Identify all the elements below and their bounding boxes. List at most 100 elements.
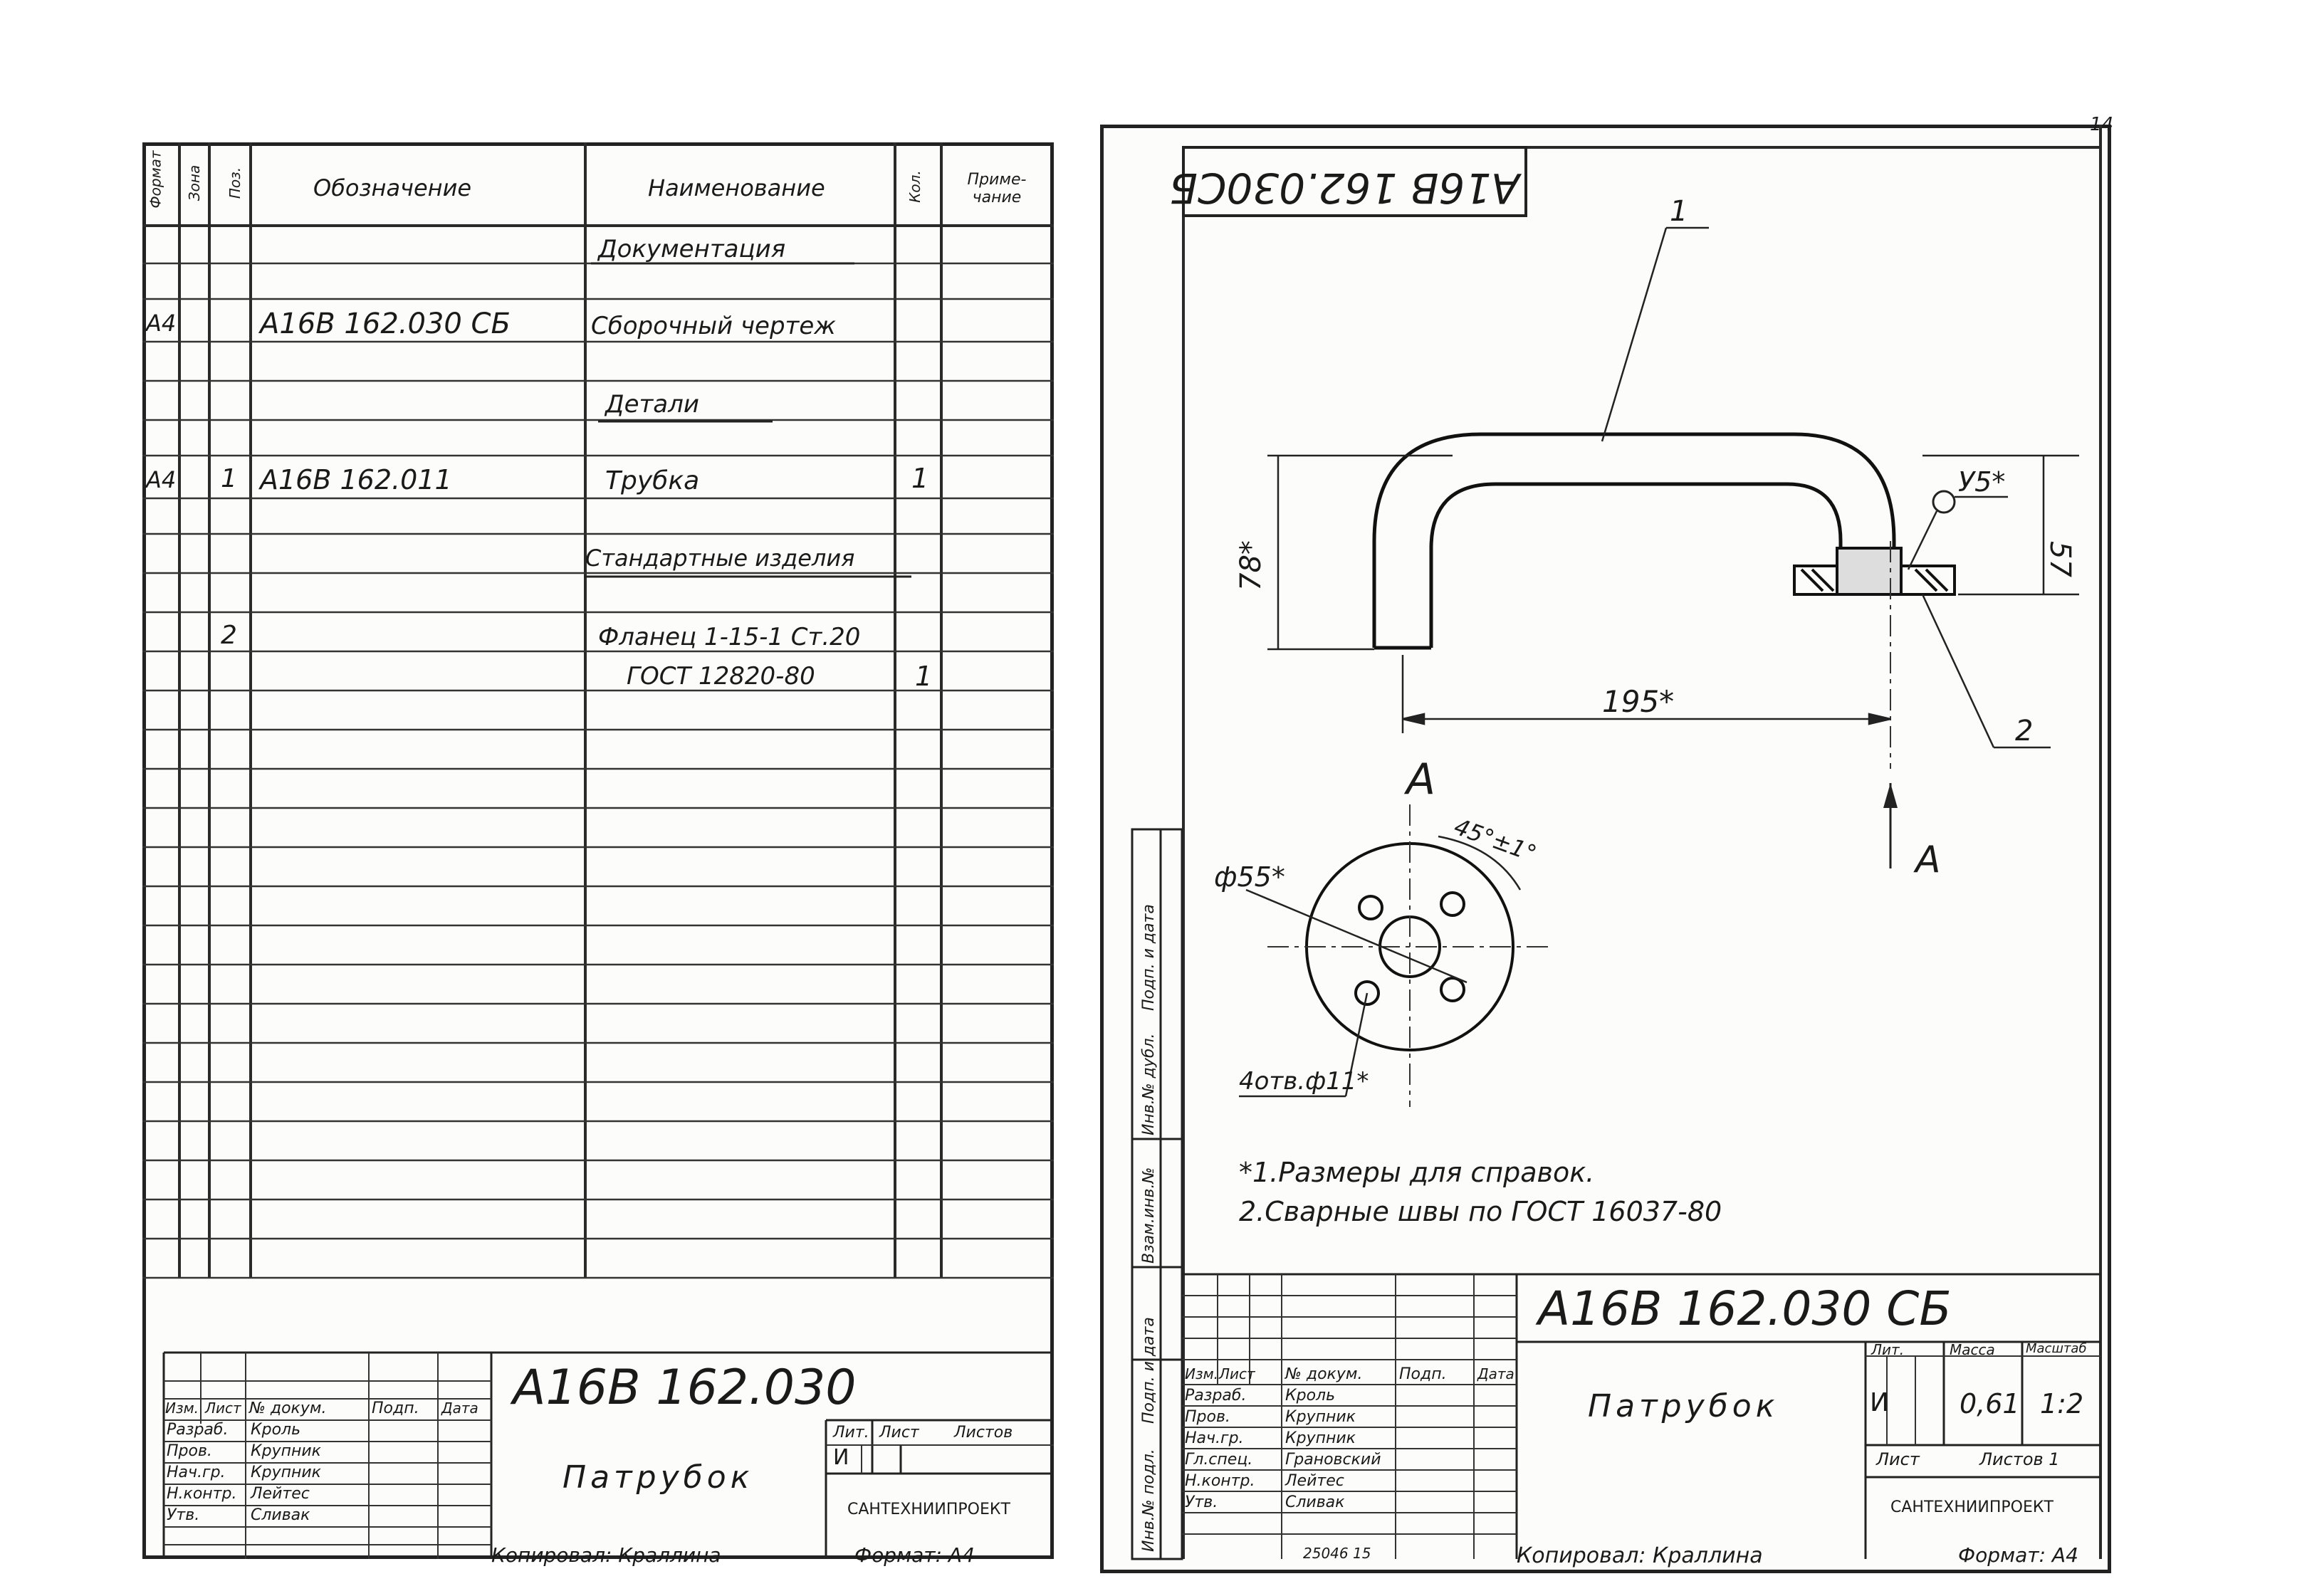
view-a-label: А (1403, 755, 1435, 804)
dim-holes-text: 4отв.ф11* (1239, 1067, 1369, 1096)
spec-person: Кроль (251, 1421, 301, 1439)
drawing-title-lit-header: Лит. (1871, 1341, 1905, 1358)
spec-title-sheets-header: Листов (954, 1424, 1013, 1442)
spec-person: Крупник (251, 1464, 321, 1481)
spec-person: Крупник (251, 1442, 321, 1460)
dim-height-text: 78* (1235, 540, 1267, 591)
drawing-title-lit-value: И (1870, 1388, 1889, 1417)
drawing-title-col-sheet: Лист (1219, 1365, 1255, 1382)
drawing-person: Сливак (1285, 1493, 1345, 1511)
drawing-title-col-sign: Подп. (1399, 1365, 1447, 1383)
drawing-role: Гл.спец. (1185, 1451, 1253, 1469)
spec-col-format (178, 142, 181, 1278)
drawing-role: Н.контр. (1185, 1472, 1255, 1490)
drawing-title-col-date: Дата (1477, 1365, 1514, 1382)
note-2: 2.Сварные швы по ГОСТ 16037-80 (1239, 1196, 1722, 1227)
spec-row-pos: 2 (221, 621, 237, 650)
pipe-part (1372, 432, 1896, 650)
drawing-title-designation: А16В 162.030 СБ (1538, 1281, 1952, 1336)
dim-height2-text: 57 (2044, 541, 2076, 577)
spec-col-designation (584, 142, 587, 1278)
assembly-drawing-sheet (1100, 125, 2111, 1573)
spec-title-col-sign: Подп. (372, 1400, 419, 1417)
callout-pos2: 2 (2015, 715, 2033, 747)
note-1: *1.Размеры для справок. (1239, 1157, 1594, 1188)
spec-row-name: Трубка (605, 466, 700, 495)
drawing-title-block-grid (1182, 1273, 2100, 1559)
spec-row-heading-details: Детали (605, 390, 699, 419)
spec-row-name: Фланец 1-15-1 Ст.20 (598, 623, 861, 651)
spec-header-bottom (142, 224, 1054, 227)
callout-pos1: 1 (1670, 195, 1688, 228)
spec-header-name: Наименование (648, 174, 825, 201)
spec-title-col-sheet: Лист (205, 1400, 241, 1417)
spec-col-pos (249, 142, 252, 1278)
spec-col-name (894, 142, 896, 1278)
drawing-role: Нач.гр. (1185, 1429, 1244, 1447)
specification-sheet (142, 142, 1054, 1559)
flange-part (1793, 547, 1956, 596)
spec-role: Нач.гр. (167, 1464, 226, 1481)
drawing-person: Крупник (1285, 1429, 1356, 1447)
spec-row-heading-standard: Стандартные изделия (585, 545, 855, 572)
spec-row-format: А4 (146, 466, 177, 493)
drawing-role: Разраб. (1185, 1387, 1247, 1405)
spec-copied-by: Копировал: Краллина (491, 1543, 721, 1567)
drawing-title-mass-header: Масса (1950, 1341, 1995, 1358)
dim-length-text: 195* (1602, 684, 1674, 719)
drawing-title-sheet-header: Лист (1876, 1449, 1920, 1469)
spec-row-name: ГОСТ 12820-80 (627, 662, 815, 691)
spec-title-designation: А16В 162.030 (513, 1360, 857, 1416)
drawing-person: Грановский (1285, 1451, 1381, 1469)
drawing-role: Утв. (1185, 1493, 1218, 1511)
spec-title-lit-header: Лит. (833, 1424, 869, 1442)
spec-role: Н.контр. (167, 1485, 237, 1503)
drawing-title-sheets-header: Листов 1 (1979, 1449, 2060, 1469)
drawing-title-org: САНТЕХНИИПРОЕКТ (1890, 1498, 2054, 1516)
spec-row-pos: 1 (221, 464, 237, 493)
drawing-stamp-box (1182, 146, 1527, 217)
spec-title-lit-value: И (833, 1445, 849, 1470)
drawing-person: Крупник (1285, 1408, 1356, 1426)
spec-title-name: Патрубок (563, 1459, 754, 1496)
drawing-copied-by: Копировал: Краллина (1517, 1543, 1763, 1568)
spec-format: Формат: А4 (854, 1543, 975, 1567)
drawing-title-scale-value: 1:2 (2040, 1388, 2084, 1419)
spec-row-designation: А16В 162.030 СБ (260, 308, 511, 340)
drawing-title-name: Патрубок (1588, 1388, 1779, 1424)
drawing-inner-frame-right (2099, 125, 2102, 1559)
drawing-title-mass-value: 0,61 (1960, 1388, 2020, 1419)
drawing-person: Лейтес (1285, 1472, 1344, 1490)
spec-role: Пров. (167, 1442, 212, 1460)
spec-row-heading-documentation: Документация (598, 235, 786, 263)
spec-col-zone (208, 142, 211, 1278)
dim-height2 (1922, 454, 2079, 596)
drawing-inner-frame-top (1182, 146, 2100, 149)
spec-person: Сливак (251, 1506, 310, 1524)
spec-title-col-doc: № докум. (249, 1400, 327, 1417)
drawing-format: Формат: А4 (1958, 1543, 2078, 1567)
drawing-title-scale-header: Масштаб (2026, 1341, 2087, 1356)
spec-row-name: Сборочный чертеж (591, 312, 836, 340)
spec-role: Разраб. (167, 1421, 229, 1439)
spec-header-designation: Обозначение (313, 174, 472, 201)
dim-diameter-text: ф55* (1214, 861, 1285, 893)
spec-row-designation: А16В 162.011 (260, 464, 452, 495)
spec-role: Утв. (167, 1506, 200, 1524)
spec-row-qty: 1 (915, 661, 933, 692)
spec-col-qty (940, 142, 943, 1278)
dim-length (1401, 655, 1891, 733)
section-arrow-label: А (1913, 839, 1941, 881)
spec-title-org: САНТЕХНИИПРОЕКТ (847, 1501, 1010, 1518)
drawing-title-col-izm: Изм. (1185, 1365, 1219, 1382)
drawing-person: Кроль (1285, 1387, 1336, 1405)
drawing-bottom-code: 25046 15 (1303, 1545, 1371, 1562)
spec-row-qty: 1 (911, 463, 929, 494)
spec-header-note: Приме-чание (967, 171, 1027, 206)
spec-title-sheet-header: Лист (879, 1424, 919, 1442)
dim-height (1267, 454, 1453, 651)
weld-symbol (1932, 490, 1956, 514)
spec-title-col-date: Дата (441, 1400, 478, 1417)
weld-text: У5* (1958, 466, 2005, 498)
drawing-role: Пров. (1185, 1408, 1230, 1426)
